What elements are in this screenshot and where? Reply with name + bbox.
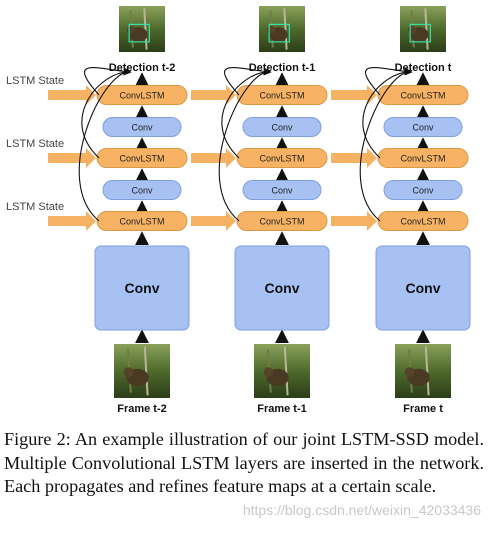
convlstm-0-0 bbox=[96, 85, 188, 105]
convlstm-1-0 bbox=[236, 85, 328, 105]
convlstm-2-2-label: ConvLSTM bbox=[400, 217, 445, 227]
conv-small-2-0 bbox=[383, 117, 463, 137]
lstm-state-arrow-0-2 bbox=[48, 211, 96, 231]
conv-small-0-1-label: Conv bbox=[131, 186, 153, 196]
frame-label-2: Frame t bbox=[403, 403, 443, 415]
detection-label-1: Detection t-1 bbox=[249, 62, 316, 74]
conv-small-1-0 bbox=[242, 117, 322, 137]
convlstm-1-0-label: ConvLSTM bbox=[259, 91, 304, 101]
lstm-state-arrow-1-2 bbox=[191, 211, 236, 231]
skip-arrow-1-2 bbox=[224, 67, 272, 96]
lstm-state-arrow-2-0 bbox=[331, 85, 377, 105]
skip-arrow-2-1 bbox=[362, 67, 413, 159]
lstm-state-label-3: LSTM State bbox=[6, 201, 64, 213]
detection-label-0: Detection t-2 bbox=[109, 62, 176, 74]
detection-image-1 bbox=[259, 6, 305, 52]
convlstm-0-2-label: ConvLSTM bbox=[119, 217, 164, 227]
lstm-state-arrow-2-1 bbox=[331, 148, 377, 168]
frame-image-1 bbox=[254, 344, 310, 398]
detection-bounding-box bbox=[409, 23, 431, 43]
frame-image-2 bbox=[395, 344, 451, 398]
conv-big-1 bbox=[234, 245, 330, 331]
convlstm-0-2 bbox=[96, 211, 188, 231]
convlstm-1-1-label: ConvLSTM bbox=[259, 154, 304, 164]
conv-small-0-0-label: Conv bbox=[131, 123, 153, 133]
convlstm-2-1 bbox=[377, 148, 469, 168]
skip-arrow-0-1 bbox=[81, 67, 132, 159]
conv-small-1-1-label: Conv bbox=[271, 186, 293, 196]
convlstm-2-0 bbox=[377, 85, 469, 105]
conv-big-0 bbox=[94, 245, 190, 331]
skip-arrow-0-2 bbox=[84, 67, 132, 96]
frame-label-1: Frame t-1 bbox=[257, 403, 307, 415]
convlstm-1-2-label: ConvLSTM bbox=[259, 217, 304, 227]
skip-arrow-2-0 bbox=[359, 67, 413, 222]
conv-small-2-1-label: Conv bbox=[412, 186, 434, 196]
convlstm-0-1-label: ConvLSTM bbox=[119, 154, 164, 164]
conv-big-0-label: Conv bbox=[125, 280, 160, 296]
skip-arrow-2-2 bbox=[365, 67, 413, 96]
conv-big-2-label: Conv bbox=[406, 280, 441, 296]
detection-image-0 bbox=[119, 6, 165, 52]
convlstm-0-1 bbox=[96, 148, 188, 168]
watermark: https://blog.csdn.net/weixin_42033436 bbox=[242, 502, 481, 518]
frame-image-0 bbox=[114, 344, 170, 398]
conv-big-2 bbox=[375, 245, 471, 331]
frame-label-0: Frame t-2 bbox=[117, 403, 167, 415]
convlstm-1-2 bbox=[236, 211, 328, 231]
conv-small-2-1 bbox=[383, 180, 463, 200]
lstm-state-arrow-1-1 bbox=[191, 148, 236, 168]
detection-bounding-box bbox=[268, 23, 290, 43]
convlstm-1-1 bbox=[236, 148, 328, 168]
lstm-state-arrow-0-0 bbox=[48, 85, 96, 105]
convlstm-2-1-label: ConvLSTM bbox=[400, 154, 445, 164]
lstm-ssd-diagram: LSTM State LSTM State LSTM State Detecti… bbox=[6, 6, 471, 415]
lstm-state-label-2: LSTM State bbox=[6, 138, 64, 150]
conv-small-1-1 bbox=[242, 180, 322, 200]
detection-image-2 bbox=[400, 6, 446, 52]
convlstm-2-2 bbox=[377, 211, 469, 231]
conv-small-0-0 bbox=[102, 117, 182, 137]
conv-small-0-1 bbox=[102, 180, 182, 200]
conv-big-1-label: Conv bbox=[265, 280, 300, 296]
lstm-state-arrow-2-2 bbox=[331, 211, 377, 231]
figure-caption: Figure 2: An example illustration of our… bbox=[4, 429, 484, 496]
lstm-state-label-1: LSTM State bbox=[6, 75, 64, 87]
skip-arrow-0-0 bbox=[78, 67, 132, 222]
conv-small-1-0-label: Conv bbox=[271, 123, 293, 133]
conv-small-2-0-label: Conv bbox=[412, 123, 434, 133]
skip-arrow-1-0 bbox=[218, 67, 272, 222]
lstm-state-arrow-0-1 bbox=[48, 148, 96, 168]
skip-arrow-1-1 bbox=[221, 67, 272, 159]
detection-bounding-box bbox=[128, 23, 150, 43]
lstm-state-arrow-1-0 bbox=[191, 85, 236, 105]
convlstm-2-0-label: ConvLSTM bbox=[400, 91, 445, 101]
convlstm-0-0-label: ConvLSTM bbox=[119, 91, 164, 101]
